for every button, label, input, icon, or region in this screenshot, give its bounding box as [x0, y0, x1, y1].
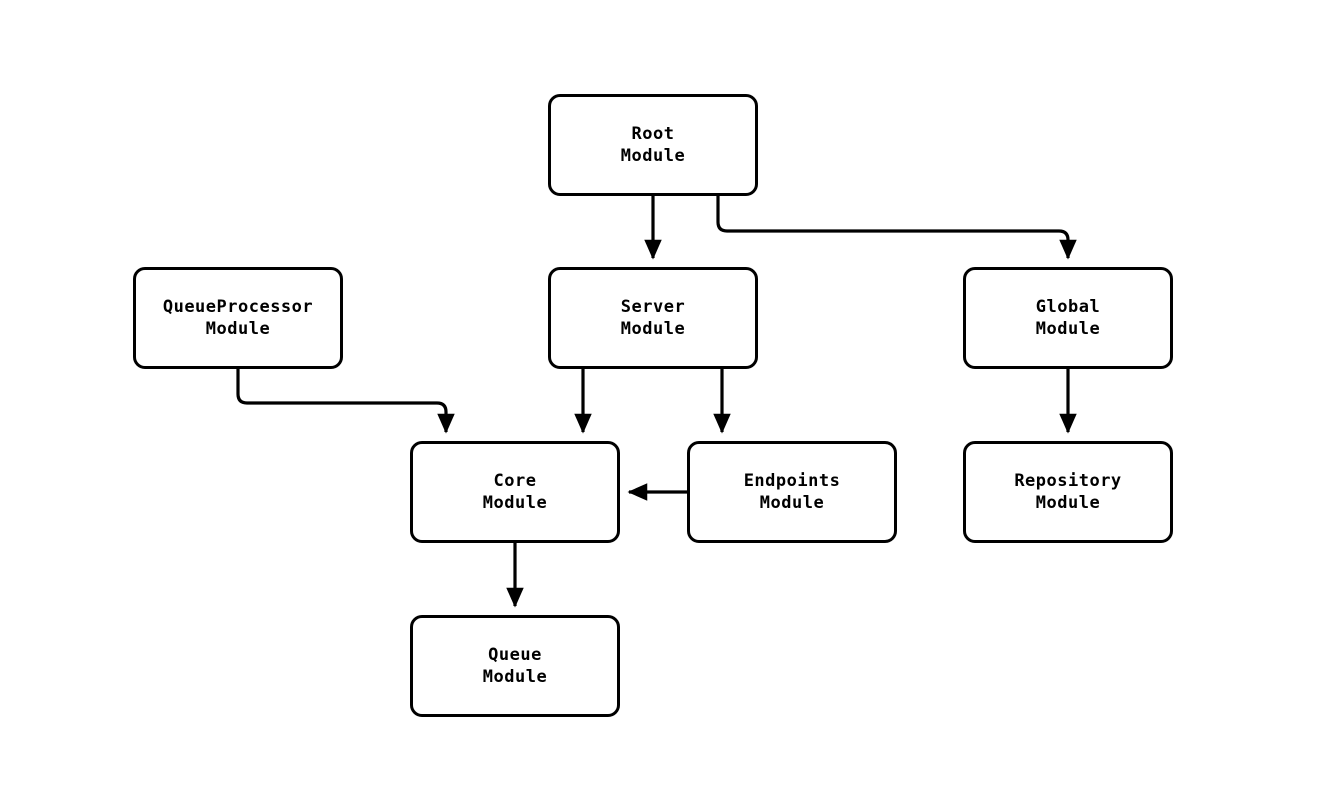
- edge-queueprocessor-to-core: [236, 369, 455, 434]
- node-server[interactable]: Server Module: [548, 267, 758, 369]
- node-queue-label: Queue Module: [482, 645, 548, 687]
- node-core[interactable]: Core Module: [410, 441, 620, 543]
- node-root[interactable]: Root Module: [548, 94, 758, 196]
- node-endpoints-label: Endpoints Module: [743, 471, 841, 513]
- node-endpoints[interactable]: Endpoints Module: [687, 441, 897, 543]
- node-queueprocessor-label: QueueProcessor Module: [162, 297, 314, 339]
- node-queue[interactable]: Queue Module: [410, 615, 620, 717]
- node-root-label: Root Module: [620, 124, 686, 166]
- node-repository-label: Repository Module: [1014, 471, 1122, 513]
- edge-root-to-global: [716, 196, 1077, 260]
- node-queueprocessor[interactable]: QueueProcessor Module: [133, 267, 343, 369]
- node-global-label: Global Module: [1035, 297, 1101, 339]
- node-core-label: Core Module: [482, 471, 548, 513]
- node-global[interactable]: Global Module: [963, 267, 1173, 369]
- node-repository[interactable]: Repository Module: [963, 441, 1173, 543]
- node-server-label: Server Module: [620, 297, 686, 339]
